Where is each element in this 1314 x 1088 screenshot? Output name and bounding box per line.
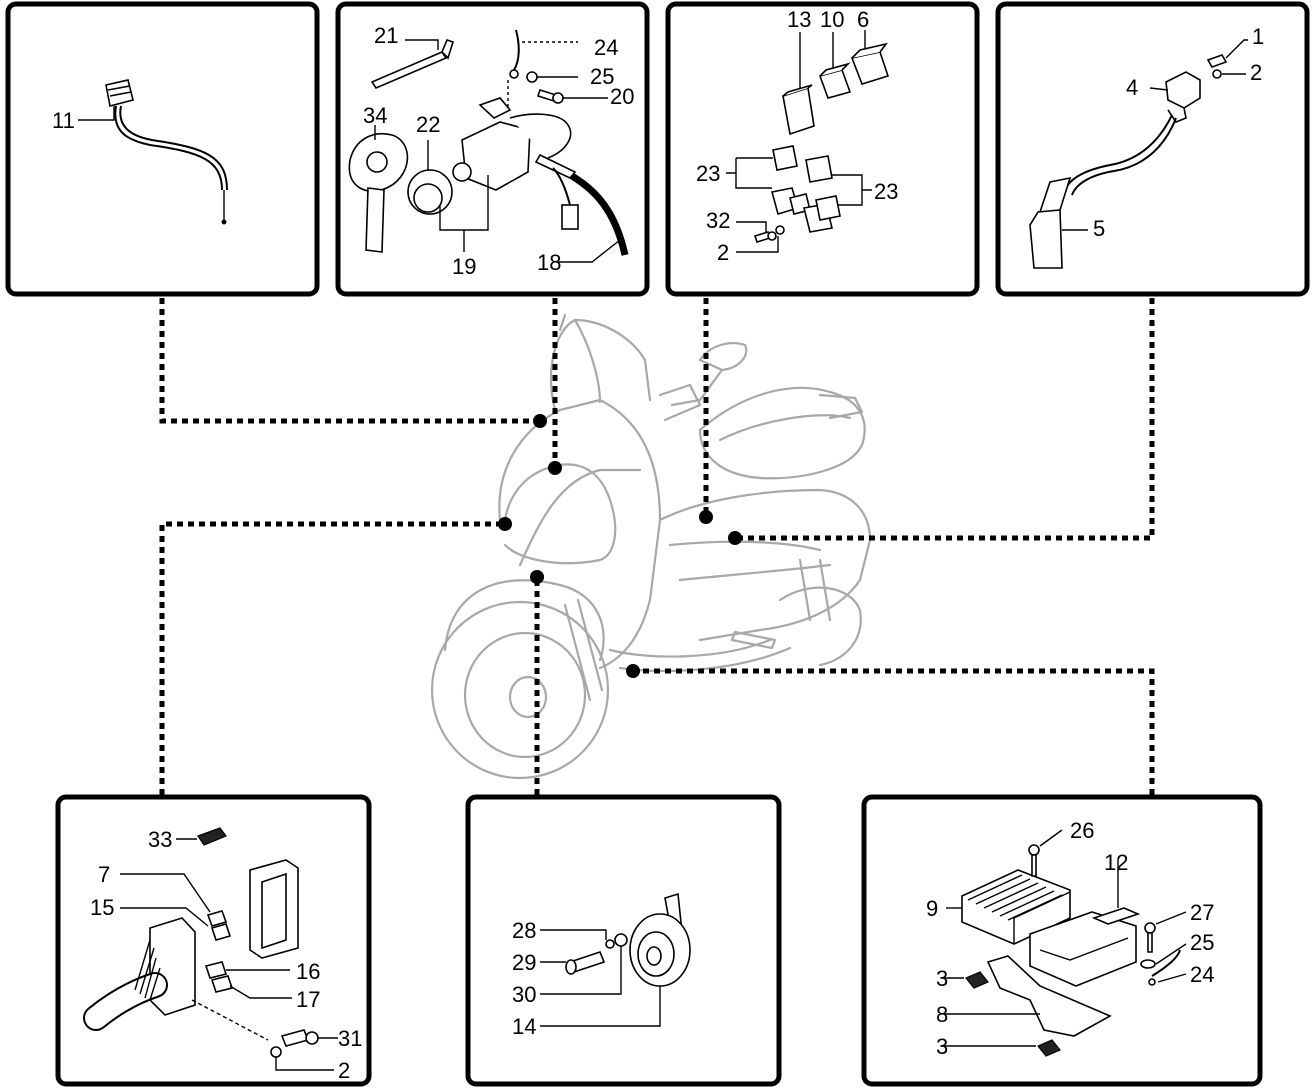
part-label: 23 (696, 161, 720, 186)
scooter-illustration (430, 313, 872, 780)
panel-top-1 (5, 1, 320, 297)
part-label: 16 (296, 959, 320, 984)
fuse-holder-part (83, 827, 338, 1071)
part-label: 20 (610, 84, 634, 109)
part-label: 25 (590, 64, 614, 89)
part-label: 14 (512, 1014, 536, 1039)
part-label: 24 (1190, 962, 1214, 987)
regulator-ecu-part (944, 829, 1187, 1057)
part-label: 31 (338, 1026, 362, 1051)
part-label: 28 (512, 918, 536, 943)
part-label: 2 (717, 240, 729, 265)
part-label: 18 (537, 250, 561, 275)
part-label: 29 (512, 950, 536, 975)
part-label: 21 (374, 23, 398, 48)
part-label: 9 (926, 896, 938, 921)
part-label: 8 (936, 1002, 948, 1027)
panel-top-3 (665, 1, 980, 297)
part-label: 34 (363, 103, 387, 128)
part-label: 6 (857, 7, 869, 32)
part-label: 7 (98, 862, 110, 887)
ignition-coil-part (1029, 39, 1248, 269)
part-label: 27 (1190, 900, 1214, 925)
part-label: 3 (936, 1034, 948, 1059)
part-label: 25 (1190, 930, 1214, 955)
part-label: 23 (874, 179, 898, 204)
part-label: 13 (787, 7, 811, 32)
horn-part (540, 892, 691, 1027)
leader-dots (498, 414, 742, 678)
part-label: 26 (1070, 818, 1094, 843)
part-label: 10 (820, 7, 844, 32)
part-label: 33 (148, 827, 172, 852)
part-label: 1 (1252, 24, 1264, 49)
part-label: 5 (1093, 216, 1105, 241)
part-label: 12 (1104, 850, 1128, 875)
part-label: 11 (52, 108, 75, 133)
part-label: 22 (416, 112, 440, 137)
part-label: 30 (512, 982, 536, 1007)
part-label: 2 (1250, 60, 1262, 85)
part-label: 3 (936, 966, 948, 991)
panel-top-4 (995, 1, 1310, 297)
part-label: 17 (296, 987, 320, 1012)
relay-group-part (726, 30, 890, 253)
wire-connector-part (78, 79, 228, 225)
leader-lines (159, 298, 1155, 795)
part-label: 15 (90, 895, 114, 920)
ignition-switch-part (348, 29, 629, 263)
part-label: 4 (1126, 75, 1138, 100)
part-label: 24 (594, 35, 618, 60)
part-label: 32 (706, 208, 730, 233)
part-label: 19 (452, 254, 476, 279)
part-label: 2 (338, 1058, 350, 1083)
